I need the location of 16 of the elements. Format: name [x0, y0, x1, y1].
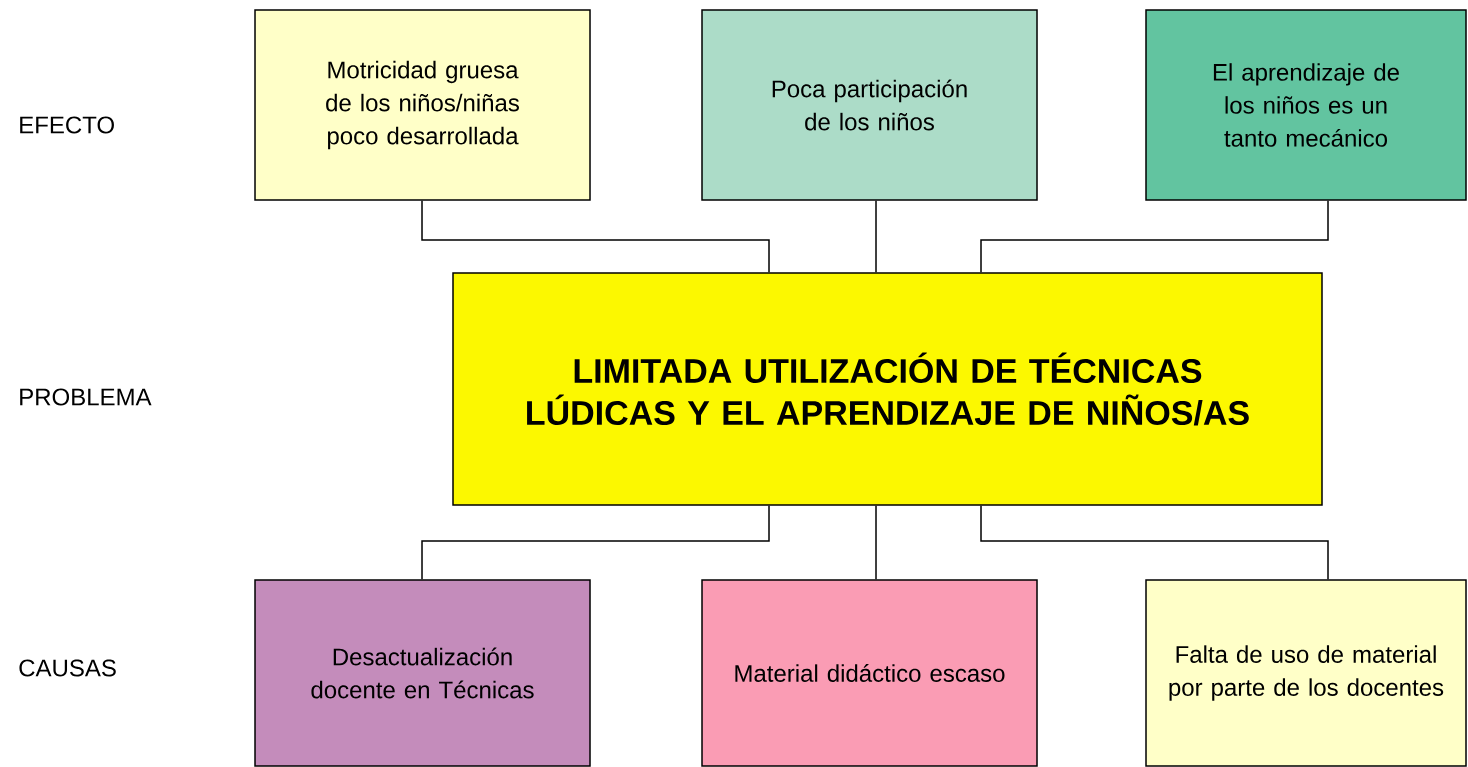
connector-line — [421, 200, 770, 273]
connector-line — [421, 505, 770, 580]
row-label: CAUSAS — [19, 659, 116, 677]
effect-box: Motricidad gruesa de los niños/niñas poco desarrollada — [254, 9, 591, 201]
connector-line — [875, 200, 877, 273]
connector-line — [980, 200, 1329, 273]
connector-line — [875, 505, 877, 580]
cause-box: Desactualización docente en Técnicas — [254, 579, 591, 767]
problem-box: LIMITADA UTILIZACIÓN DE TÉCNICAS LÚDICAS Y EL APRENDIZAJE DE NIÑOS/AS — [452, 272, 1323, 506]
effect-box: El aprendizaje de los niños es un tanto mecánico — [1145, 9, 1467, 201]
cause-box: Falta de uso de material por parte de los docentes — [1145, 579, 1467, 767]
row-label: EFECTO — [20, 116, 114, 134]
row-label: PROBLEMA — [20, 388, 152, 406]
effect-box: Poca participación de los niños — [701, 9, 1038, 201]
connector-line — [980, 505, 1329, 580]
cause-box: Material didáctico escaso — [701, 579, 1038, 767]
